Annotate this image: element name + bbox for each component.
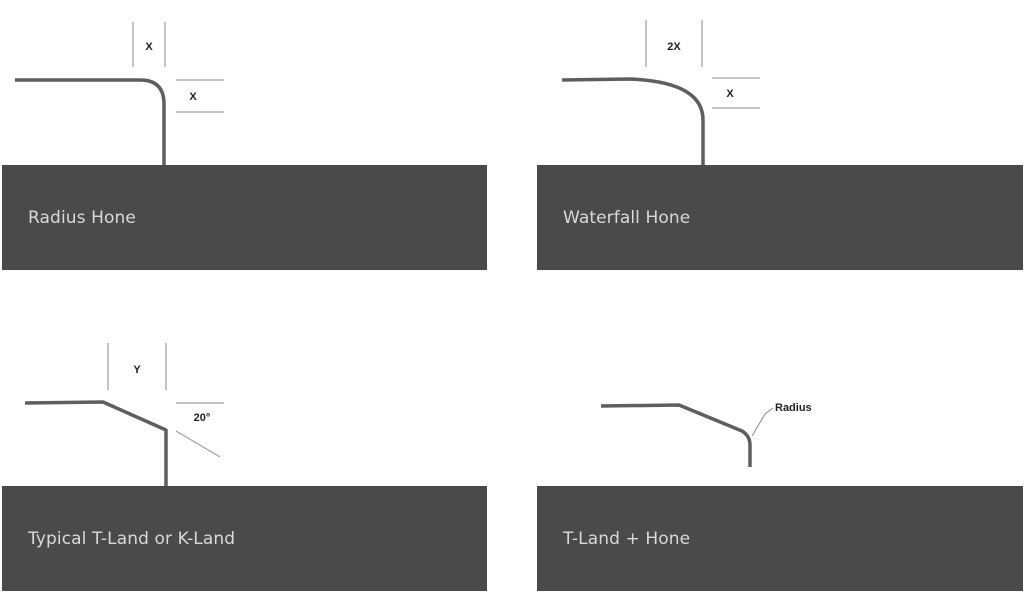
t-land-hone-edge <box>600 403 752 467</box>
t-land-panel: Typical T-Land or K-Land <box>2 486 487 591</box>
t-land-angle-line-sloped <box>175 430 221 458</box>
t-land-label: Typical T-Land or K-Land <box>28 528 236 549</box>
radius-hone-height-label: X <box>189 91 197 103</box>
waterfall-hone-label: Waterfall Hone <box>563 207 691 228</box>
t-land-edge <box>24 400 168 490</box>
waterfall-hone-edge <box>561 77 705 167</box>
t-land-hone-profile: Radius <box>600 402 812 467</box>
waterfall-hone-panel: Waterfall Hone <box>537 165 1023 270</box>
t-land-angle-label: 20° <box>194 412 211 424</box>
radius-hone-profile: X X <box>15 22 224 165</box>
radius-hone-edge <box>15 78 166 165</box>
waterfall-hone-profile: 2X X <box>561 20 760 167</box>
t-land-profile: Y 20° <box>24 343 224 490</box>
t-land-width-label: Y <box>133 364 141 376</box>
radius-callout-leader <box>751 407 774 437</box>
waterfall-hone-width-label: 2X <box>667 41 681 53</box>
radius-hone-width-label: X <box>145 41 153 53</box>
radius-hone-panel: Radius Hone <box>2 165 487 270</box>
radius-callout-label: Radius <box>775 402 812 414</box>
t-land-hone-panel: T-Land + Hone <box>537 486 1023 591</box>
waterfall-hone-height-label: X <box>726 88 734 100</box>
radius-hone-label: Radius Hone <box>28 207 136 228</box>
t-land-hone-label: T-Land + Hone <box>563 528 691 549</box>
